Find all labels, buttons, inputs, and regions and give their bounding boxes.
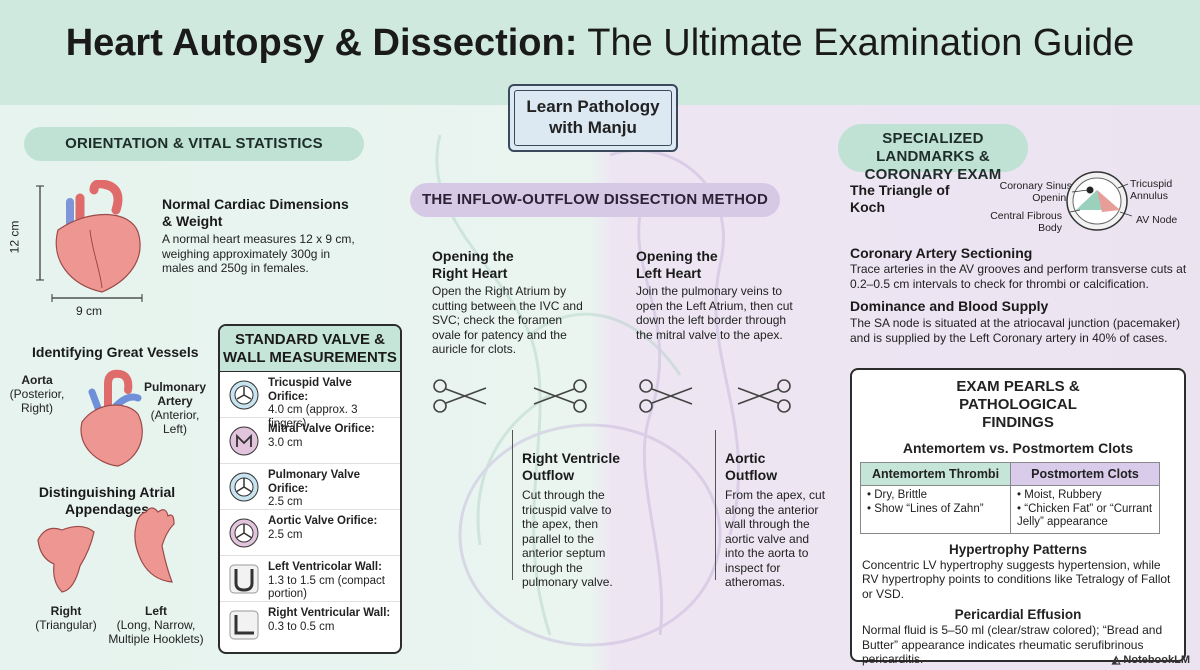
height-label: 12 cm xyxy=(7,220,22,254)
antemortem-header: Antemortem Thrombi xyxy=(860,462,1011,486)
step-aortic-outflow-title: Aortic Outflow xyxy=(725,450,778,483)
scissors-icon-1 xyxy=(433,379,487,413)
method-pill: THE INFLOW-OUTFLOW DISSECTION METHOD xyxy=(410,183,780,217)
rv-wall-icon xyxy=(229,610,259,640)
coronary-title: Coronary Artery Sectioning xyxy=(850,245,1033,261)
coronary-text: Trace arteries in the AV grooves and per… xyxy=(850,262,1187,291)
valve-value: 0.3 to 0.5 cm xyxy=(268,620,335,633)
left-appendage-icon xyxy=(134,507,175,583)
valve-value: 2.5 cm xyxy=(268,528,303,541)
postmortem-cell: • Moist, Rubbery • “Chicken Fat” or “Cur… xyxy=(1010,485,1160,534)
valve-value: 1.3 to 1.5 cm (compact portion) xyxy=(268,574,385,601)
clots-table: Antemortem Thrombi Postmortem Clots • Dr… xyxy=(860,462,1160,534)
pericardial-title: Pericardial Effusion xyxy=(954,607,1082,622)
koch-title: The Triangle of Koch xyxy=(850,182,950,215)
valve-row: Right Ventricular Wall:0.3 to 0.5 cm xyxy=(220,602,400,648)
tricuspid-icon xyxy=(229,380,259,410)
left-appendage-label: Left (Long, Narrow, Multiple Hooklets) xyxy=(108,604,204,646)
step-left-heart-title: Opening the Left Heart xyxy=(636,248,718,281)
author-badge: Learn Pathology with Manju xyxy=(508,84,678,152)
valve-value: 3.0 cm xyxy=(268,436,303,449)
triangle-of-koch-diagram xyxy=(1066,171,1132,231)
koch-tricuspid-label: Tricuspid Annulus xyxy=(1130,178,1173,202)
lv-wall-icon xyxy=(229,564,259,594)
right-appendage-icon xyxy=(37,525,95,593)
right-appendage-label: Right (Triangular) xyxy=(35,604,97,632)
step-right-heart-text: Open the Right Atrium by cutting between… xyxy=(432,284,583,356)
valve-text: Tricuspid Valve Orifice:4.0 cm (approx. … xyxy=(268,377,394,431)
valve-name: Aortic Valve Orifice: xyxy=(268,515,378,527)
landmarks-pill: SPECIALIZED LANDMARKS & CORONARY EXAM xyxy=(838,124,1028,183)
antemortem-cell: • Dry, Brittle • Show “Lines of Zahn” xyxy=(860,485,1011,534)
valve-name: Right Ventricular Wall: xyxy=(268,607,391,619)
dims-text: A normal heart measures 12 x 9 cm, weigh… xyxy=(162,232,355,275)
dominance-title: Dominance and Blood Supply xyxy=(850,298,1049,314)
dims-title: Normal Cardiac Dimensions & Weight xyxy=(162,196,349,229)
valve-panel-header: STANDARD VALVE & WALL MEASUREMENTS xyxy=(220,326,400,372)
valve-value: 2.5 cm xyxy=(268,496,303,508)
scissors-icon-4 xyxy=(737,379,791,413)
valve-name: Left Ventricolar Wall: xyxy=(268,561,382,573)
great-vessels-illustration xyxy=(80,369,143,467)
valve-text: Pulmonary Valve Orifice:2.5 cm xyxy=(268,469,394,510)
valve-text: Aortic Valve Orifice:2.5 cm xyxy=(268,515,377,542)
pulmonary-label: Pulmonary Artery (Anterior, Left) xyxy=(143,380,206,436)
aorta-label: Aorta (Posterior, Right) xyxy=(9,373,65,415)
notebooklm-logo: ◭ NotebookLM xyxy=(1111,654,1190,666)
pulmonary-valve-icon xyxy=(229,472,259,502)
koch-sinus-label: Coronary Sinus Opening xyxy=(999,180,1072,204)
step-line-3 xyxy=(512,430,513,580)
step-line-4 xyxy=(715,430,716,580)
valve-text: Right Ventricular Wall:0.3 to 0.5 cm xyxy=(268,607,390,634)
step-left-heart-text: Join the pulmonary veins to open the Lef… xyxy=(636,284,793,342)
page-title: Heart Autopsy & Dissection: The Ultimate… xyxy=(65,22,1135,64)
pericardial-text: Normal fluid is 5–50 ml (clear/straw col… xyxy=(862,623,1163,666)
valve-row: Aortic Valve Orifice:2.5 cm xyxy=(220,510,400,556)
valve-row: Mitral Valve Orifice:3.0 cm xyxy=(220,418,400,464)
width-label: 9 cm xyxy=(76,304,103,318)
scissors-icon-3 xyxy=(639,379,693,413)
valve-row: Tricuspid Valve Orifice:4.0 cm (approx. … xyxy=(220,372,400,430)
valve-value: 4.0 cm (approx. 3 fingers) xyxy=(268,404,358,430)
mitral-icon xyxy=(229,426,259,456)
valve-row: Pulmonary Valve Orifice:2.5 cm xyxy=(220,464,400,510)
valve-text: Mitral Valve Orifice:3.0 cm xyxy=(268,423,375,450)
vessels-title: Identifying Great Vessels xyxy=(32,344,199,360)
scissors-icon-2 xyxy=(533,379,587,413)
valve-measurements-panel: STANDARD VALVE & WALL MEASUREMENTS Tricu… xyxy=(218,324,402,654)
valve-row: Left Ventricolar Wall:1.3 to 1.5 cm (com… xyxy=(220,556,400,602)
valve-text: Left Ventricolar Wall:1.3 to 1.5 cm (com… xyxy=(268,561,394,602)
clots-title: Antemortem vs. Postmortem Clots xyxy=(902,440,1134,456)
valve-name: Tricuspid Valve Orifice: xyxy=(268,377,352,403)
step-aortic-outflow-text: From the apex, cut along the anterior wa… xyxy=(725,488,826,589)
dominance-text: The SA node is situated at the atriocava… xyxy=(850,316,1181,345)
exam-pearls-panel: EXAM PEARLS & PATHOLOGICAL FINDINGS Ante… xyxy=(850,368,1186,666)
hypertrophy-text: Concentric LV hypertrophy suggests hyper… xyxy=(862,557,1171,601)
orientation-pill: ORIENTATION & VITAL STATISTICS xyxy=(24,127,364,161)
valve-name: Pulmonary Valve Orifice: xyxy=(268,469,361,495)
hypertrophy-title: Hypertrophy Patterns xyxy=(948,541,1088,557)
koch-fibrous-label: Central Fibrous Body xyxy=(990,210,1062,234)
atrial-title: Distinguishing Atrial Appendages xyxy=(38,484,176,517)
step-rv-outflow-text: Cut through the tricuspid valve to the a… xyxy=(522,488,613,589)
pearls-header: EXAM PEARLS & PATHOLOGICAL FINDINGS xyxy=(956,378,1080,431)
postmortem-header: Postmortem Clots xyxy=(1010,462,1160,486)
heart-dimensions-illustration xyxy=(36,180,143,302)
step-rv-outflow-title: Right Ventricle Outflow xyxy=(522,450,621,483)
valve-name: Mitral Valve Orifice: xyxy=(268,423,375,435)
koch-av-label: AV Node xyxy=(1136,214,1178,226)
step-right-heart-title: Opening the Right Heart xyxy=(432,248,514,281)
aortic-valve-icon xyxy=(229,518,259,548)
